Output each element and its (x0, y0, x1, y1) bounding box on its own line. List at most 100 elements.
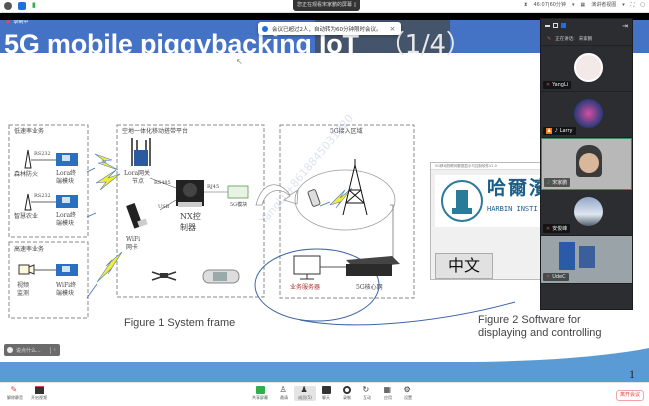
meeting-timer[interactable]: 46:07|60分钟 (533, 2, 566, 8)
meeting-top-bar: ▮ 您正在观看宋家鹏的屏幕 ▯ ⧗ 46:07|60分钟 ▾ ▦ 演讲者视图 ▾… (0, 0, 649, 13)
unmute-button[interactable]: ✎ 解除静音 (7, 385, 23, 401)
core-server-icon (346, 256, 400, 276)
record-button[interactable]: 录制 (336, 386, 358, 401)
mic-icon: ♪ (554, 128, 558, 134)
chat-button[interactable]: 聊天 (315, 386, 337, 401)
antenna-icon (24, 149, 32, 169)
participant-tile[interactable]: ✕YangLi (541, 46, 632, 92)
smart-agriculture-label: 智慧农业 (14, 213, 39, 220)
business-server-label: 业务服务器 (290, 284, 321, 291)
lora-module-icon (56, 153, 78, 276)
monitor-icon (293, 255, 346, 280)
lora-gateway-icon (131, 138, 151, 166)
rs485-label: RS485 (154, 180, 171, 186)
camera-icon (18, 264, 56, 275)
chat-input[interactable]: 说点什么... ‹ (4, 344, 60, 356)
5g-module-label: 5G模块 (230, 202, 248, 208)
start-video-button[interactable]: 开启视频 (28, 386, 50, 401)
apps-icon: ▦ (383, 385, 392, 394)
fullscreen-icon[interactable]: ⛶ (630, 1, 635, 8)
mic-muted-icon: ✕ (546, 225, 551, 232)
lora-gateway-label: 节点 (132, 178, 145, 185)
host-icon: ♟ (546, 128, 553, 134)
interact-button[interactable]: ↻ 互动 (362, 385, 372, 401)
hit-logo-banner (435, 175, 555, 227)
usb-label: USB (158, 204, 170, 210)
view-icon: ▦ (580, 1, 586, 8)
software-window-title: 5G移动物联网数据显示与控制软件V1.0 (431, 163, 554, 170)
members-button[interactable]: ♟ 成员(5) (294, 386, 316, 401)
video-monitor-label: 监测 (17, 290, 30, 297)
view-mode-dropdown[interactable]: 演讲者视图 (591, 2, 617, 8)
system-frame-diagram (8, 124, 516, 326)
window-icon[interactable]: ▢ (640, 1, 645, 8)
leave-meeting-button[interactable]: 离开会议 (616, 390, 644, 401)
chevron-down-icon[interactable]: ▾ (571, 1, 575, 8)
rj45-label: RJ45 (207, 184, 220, 190)
wifi-card-label: WiFi (126, 236, 141, 243)
chevron-left-icon[interactable]: ‹ (53, 347, 56, 353)
arrow-icon (255, 184, 299, 206)
phone-icon (307, 189, 321, 207)
lora-module-label: Lora终 (56, 170, 77, 177)
low-rate-group-label: 低速率业务 (14, 128, 45, 135)
figure1-caption: Figure 1 System frame (124, 317, 236, 329)
logo-english-text: HARBIN INSTI (487, 205, 538, 213)
5g-module-icon (227, 185, 249, 199)
info-icon[interactable] (4, 2, 12, 10)
signal-icon: ▮ (32, 2, 36, 9)
window-icon[interactable] (553, 23, 558, 28)
video-panel: ⇥ ✎ 正在讲话: 宋家鹏 ✕YangLi ♟♪Larry ♪宋家鹏 ✕安俊峰 … (540, 18, 633, 310)
collapse-icon[interactable]: ⇥ (622, 22, 628, 30)
lightning-icon (95, 169, 121, 191)
share-screen-button[interactable]: 共享屏幕 (249, 386, 271, 401)
mic-muted-icon: ✎ (10, 385, 18, 394)
participant-tile[interactable]: ♪宋家鹏 (541, 138, 632, 190)
logo-chinese-text: 哈爾濱 (487, 177, 551, 199)
high-rate-group-box (8, 241, 89, 319)
wifi-module-label: 端模块 (56, 290, 75, 297)
nx-controller-icon (176, 180, 204, 207)
shield-icon[interactable] (18, 2, 26, 10)
apps-button[interactable]: ▦ 应用 (383, 385, 393, 401)
nx-controller-label: NX控 (180, 212, 201, 221)
lightning-icon (96, 251, 123, 283)
close-icon[interactable]: × (389, 24, 396, 33)
nx-controller-label: 制器 (180, 223, 196, 232)
screen-share-border (0, 13, 649, 20)
invite-button[interactable]: ♙ 邀请 (279, 385, 289, 401)
video-panel-header: ⇥ (541, 19, 632, 32)
lora-module-label: Lora终 (56, 212, 77, 219)
list-view-icon[interactable] (561, 23, 566, 28)
software-window: 5G移动物联网数据显示与控制软件V1.0 哈爾濱 HARBIN INSTI 中文 (430, 162, 555, 280)
settings-button[interactable]: ⚙ 设置 (403, 385, 413, 401)
info-icon (262, 25, 268, 32)
participant-tile[interactable]: ✕安俊峰 (541, 190, 632, 236)
low-rate-group-box (8, 124, 89, 238)
record-icon (343, 386, 351, 394)
forest-fire-label: 森林防火 (14, 171, 39, 178)
lora-module-label: 端模块 (56, 220, 75, 227)
invite-icon: ♙ (279, 385, 287, 394)
active-speaker: ✎ 正在讲话: 宋家鹏 (541, 32, 632, 46)
platform-group-box (116, 124, 265, 298)
chevron-down-icon[interactable]: ▾ (622, 1, 625, 8)
meeting-toolbar: ✎ 解除静音 开启视频 共享屏幕 ♙ 邀请 ♟ 成员(5) 聊天 录制 ↻ 互动… (0, 382, 649, 406)
recording-indicator: ● 录制中 (6, 20, 29, 25)
settings-icon: ⚙ (403, 385, 411, 394)
sharing-banner[interactable]: 您正在观看宋家鹏的屏幕 ▯ (293, 0, 361, 11)
mic-icon: ✎ (547, 35, 552, 42)
access-group-box (279, 124, 415, 299)
minimize-icon[interactable] (545, 24, 550, 27)
language-button[interactable]: 中文 (435, 253, 493, 279)
lora-gateway-label: Lora网关 (124, 170, 151, 177)
avatar (574, 99, 603, 128)
record-dot-icon: ● (6, 20, 11, 25)
emoji-icon[interactable] (7, 347, 13, 353)
access-group-label: 5G接入区域 (330, 128, 363, 135)
participant-tile[interactable]: ♟♪Larry (541, 92, 632, 138)
participant-tile[interactable]: ✕UdeC (541, 236, 632, 284)
rs232-label: RS232 (34, 151, 51, 157)
chat-icon (321, 386, 331, 394)
avatar (574, 197, 603, 226)
